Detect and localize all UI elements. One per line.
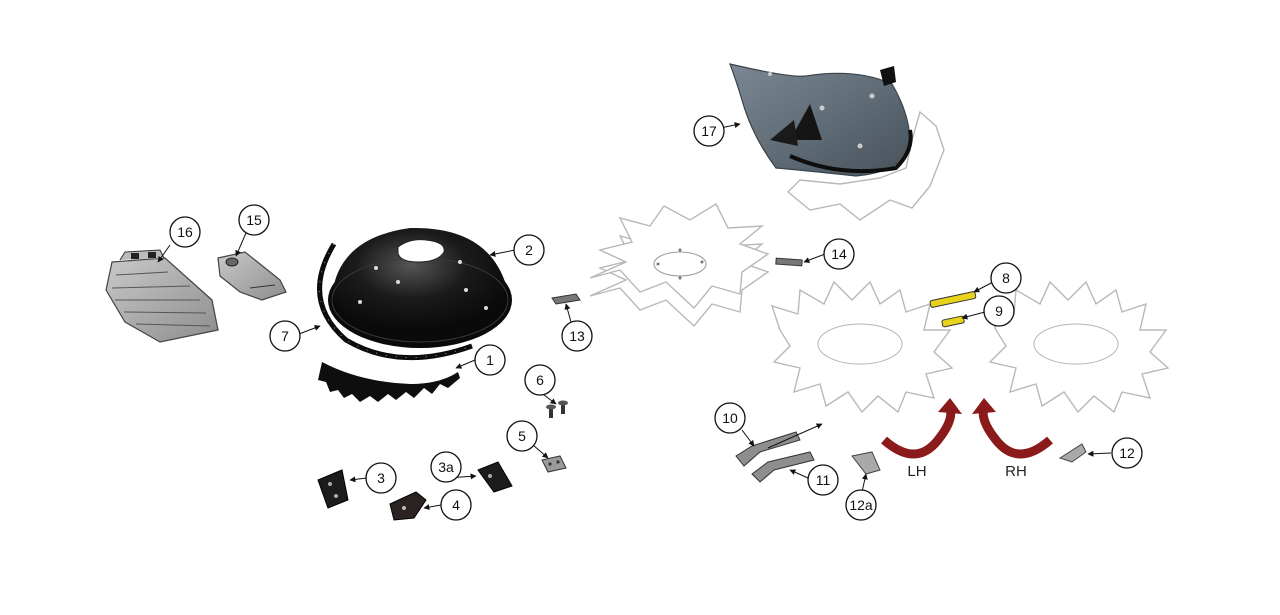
rotation-arrow-lh bbox=[881, 398, 962, 459]
part-14-pin bbox=[775, 257, 803, 267]
callout-5: 5 bbox=[506, 420, 538, 452]
callout-16-label: 16 bbox=[177, 224, 193, 240]
callout-13-label: 13 bbox=[569, 328, 585, 344]
callout-4-label: 4 bbox=[452, 497, 460, 513]
callout-3a-label: 3a bbox=[438, 459, 454, 475]
part-16-skid-plate bbox=[105, 249, 219, 343]
callout-16: 16 bbox=[169, 216, 201, 248]
part-5-plate bbox=[541, 455, 567, 473]
callout-17: 17 bbox=[693, 115, 725, 147]
part-8-pin bbox=[929, 291, 977, 308]
callout-7: 7 bbox=[269, 320, 301, 352]
callout-17-label: 17 bbox=[701, 123, 717, 139]
callout-12a-label: 12a bbox=[849, 497, 873, 513]
cutter-wheel-lh bbox=[770, 280, 954, 414]
callout-6: 6 bbox=[524, 364, 556, 396]
callout-3a: 3a bbox=[430, 451, 462, 483]
part-1-serrated-blade bbox=[318, 362, 460, 402]
callout-10: 10 bbox=[714, 402, 746, 434]
part-9-pin bbox=[941, 315, 965, 328]
part-17-guard bbox=[729, 63, 945, 221]
rotation-arrow-rh bbox=[972, 398, 1053, 459]
part-6-bolts bbox=[546, 400, 568, 418]
callout-6-label: 6 bbox=[536, 372, 544, 388]
rotation-label-rh: RH bbox=[1005, 463, 1027, 480]
rotation-label-lh: LH bbox=[907, 463, 926, 480]
callout-15: 15 bbox=[238, 204, 270, 236]
part-13-block bbox=[551, 293, 581, 305]
callout-9-label: 9 bbox=[995, 303, 1003, 319]
callout-1-label: 1 bbox=[486, 352, 494, 368]
part-7-rubber-strip bbox=[317, 242, 473, 361]
callout-14-label: 14 bbox=[831, 246, 847, 262]
callout-3: 3 bbox=[365, 462, 397, 494]
callout-12: 12 bbox=[1111, 437, 1143, 469]
part-3-bracket bbox=[317, 469, 349, 509]
callout-3-label: 3 bbox=[377, 470, 385, 486]
callout-11: 11 bbox=[807, 464, 839, 496]
callout-2: 2 bbox=[513, 234, 545, 266]
callout-9: 9 bbox=[983, 295, 1015, 327]
part-4-bracket bbox=[389, 491, 427, 521]
callout-10-label: 10 bbox=[722, 410, 738, 426]
leader-lines bbox=[157, 122, 1112, 511]
callout-1: 1 bbox=[474, 344, 506, 376]
cutter-wheel-rh bbox=[986, 280, 1170, 414]
callout-11-label: 11 bbox=[816, 472, 831, 488]
callout-12-label: 12 bbox=[1119, 445, 1135, 461]
callout-5-label: 5 bbox=[518, 428, 526, 444]
part-12-blade bbox=[1058, 443, 1087, 463]
part-2-dome bbox=[328, 227, 512, 348]
callout-8: 8 bbox=[990, 262, 1022, 294]
callout-8-label: 8 bbox=[1002, 270, 1010, 286]
callout-2-label: 2 bbox=[525, 242, 533, 258]
callout-12a: 12a bbox=[845, 489, 877, 521]
part-3a-bracket bbox=[477, 461, 513, 493]
part-15-bracket bbox=[217, 251, 287, 301]
callout-4: 4 bbox=[440, 489, 472, 521]
callout-7-label: 7 bbox=[281, 328, 289, 344]
callout-15-label: 15 bbox=[246, 212, 262, 228]
part-11-blade bbox=[751, 451, 815, 483]
callout-14: 14 bbox=[823, 238, 855, 270]
part-12a-blade bbox=[851, 451, 881, 475]
callout-13: 13 bbox=[561, 320, 593, 352]
star-disc-assembly bbox=[589, 203, 770, 328]
